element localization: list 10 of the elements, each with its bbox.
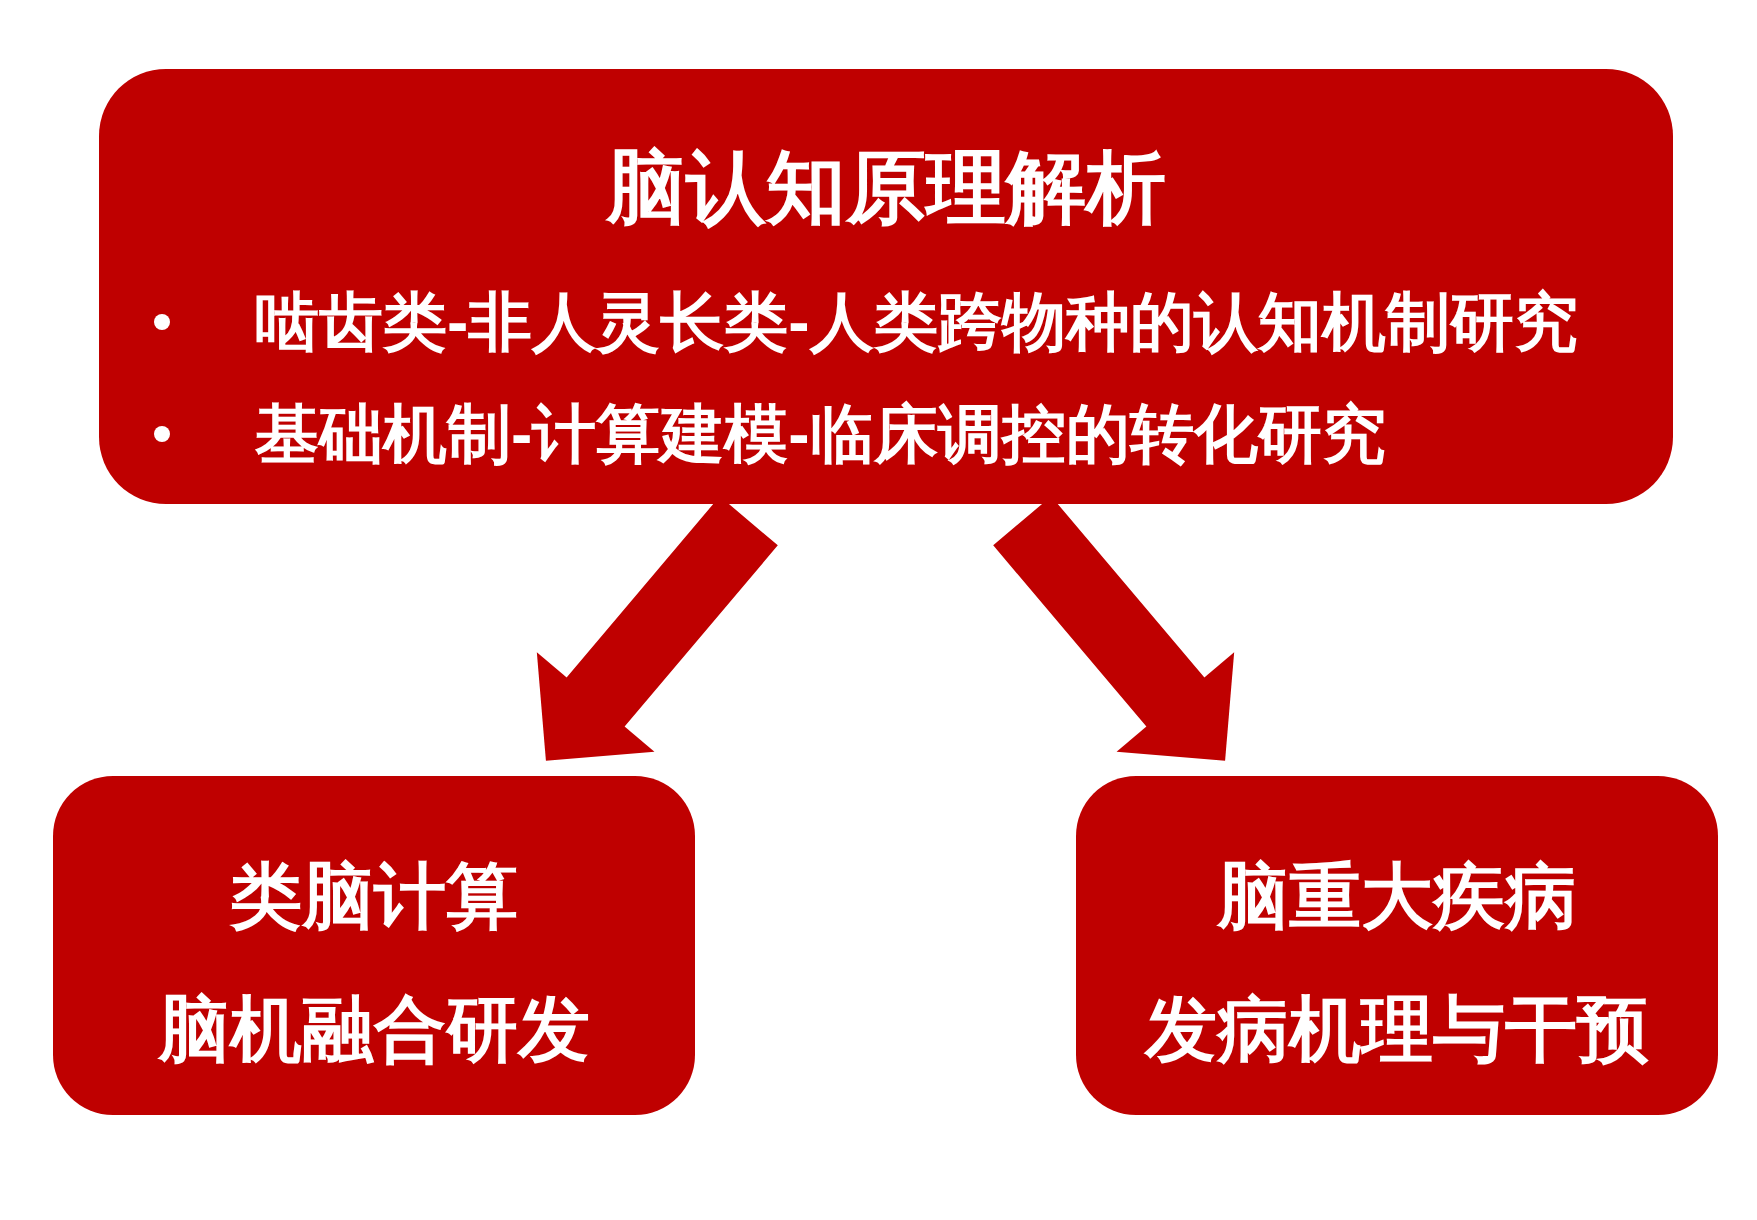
research-box — [53, 776, 695, 1115]
box-text: 脑机融合研发 — [158, 988, 590, 1071]
bullet-text: 基础机制-计算建模-临床调控的转化研究 — [255, 397, 1386, 472]
box-text: 发病机理与干预 — [1145, 988, 1649, 1071]
box-text: 类脑计算 — [230, 855, 518, 938]
box-text: 脑重大疾病 — [1217, 855, 1577, 938]
box-title: 脑认知原理解析 — [606, 142, 1166, 234]
research-box — [99, 69, 1673, 504]
research-box — [1076, 776, 1718, 1115]
bullet-text: 啮齿类-非人灵长类-人类跨物种的认知机制研究 — [255, 285, 1578, 360]
